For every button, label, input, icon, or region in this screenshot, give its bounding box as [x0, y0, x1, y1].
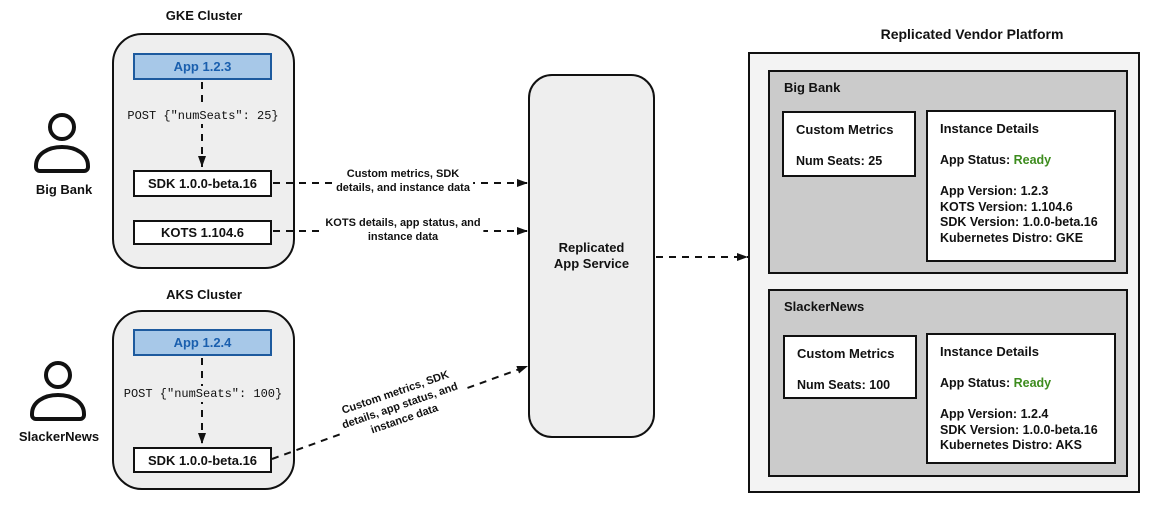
num-seats-value: Num Seats: 100	[797, 378, 891, 392]
app-node: App 1.2.3	[133, 53, 272, 80]
customer-box-big-bank: Big Bank Custom Metrics Num Seats: 25 In…	[768, 70, 1128, 274]
kots-node-label: KOTS 1.104.6	[160, 225, 245, 240]
service-label-line2: App Service	[553, 256, 630, 271]
aks-cluster-title: AKS Cluster	[166, 287, 242, 302]
gke-cluster-box: App 1.2.3 SDK 1.0.0-beta.16 KOTS 1.104.6	[112, 33, 295, 269]
custom-metrics-title: Custom Metrics	[797, 346, 895, 361]
sdk-node-label: SDK 1.0.0-beta.16	[147, 452, 258, 468]
gke-cluster-title: GKE Cluster	[165, 8, 243, 23]
vendor-platform-title: Replicated Vendor Platform	[880, 26, 1064, 42]
arrow-label-kots: KOTS details, app status, and instance d…	[322, 216, 484, 244]
sdk-node: SDK 1.0.0-beta.16	[133, 170, 272, 197]
instance-details-card: Instance Details App Status: Ready App V…	[926, 333, 1116, 464]
post-numseats-label: POST {"numSeats": 25}	[125, 108, 281, 124]
custom-metrics-card: Custom Metrics Num Seats: 100	[783, 335, 917, 399]
user-label-big-bank: Big Bank	[35, 182, 93, 197]
kots-node: KOTS 1.104.6	[133, 220, 272, 245]
instance-details-title: Instance Details	[940, 121, 1039, 136]
user-label-slackernews: SlackerNews	[18, 429, 100, 444]
arrow-label-aks-sdk: Custom metrics, SDK details, app status,…	[332, 365, 468, 447]
person-icon	[34, 113, 90, 173]
customer-name: Big Bank	[784, 80, 841, 95]
version-lines: App Version: 1.2.4 SDK Version: 1.0.0-be…	[940, 407, 1098, 452]
num-seats-value: Num Seats: 25	[796, 154, 883, 168]
customer-box-slackernews: SlackerNews Custom Metrics Num Seats: 10…	[768, 289, 1128, 477]
replicated-app-service-box: Replicated App Service	[528, 74, 655, 438]
app-status-line: App Status: Ready	[940, 153, 1052, 167]
app-node: App 1.2.4	[133, 329, 272, 356]
app-node-label: App 1.2.4	[173, 335, 232, 350]
version-lines: App Version: 1.2.3 KOTS Version: 1.104.6…	[940, 184, 1098, 245]
status-badge: Ready	[1013, 153, 1052, 167]
instance-details-card: Instance Details App Status: Ready App V…	[926, 110, 1116, 262]
service-label-line1: Replicated	[558, 240, 625, 255]
sdk-node: SDK 1.0.0-beta.16	[133, 447, 272, 473]
sdk-node-label: SDK 1.0.0-beta.16	[147, 176, 258, 191]
status-badge: Ready	[1013, 376, 1052, 390]
app-status-line: App Status: Ready	[940, 376, 1052, 390]
custom-metrics-card: Custom Metrics Num Seats: 25	[782, 111, 916, 177]
instance-details-title: Instance Details	[940, 344, 1039, 359]
custom-metrics-title: Custom Metrics	[796, 122, 894, 137]
app-node-label: App 1.2.3	[173, 59, 232, 74]
post-numseats-label: POST {"numSeats": 100}	[121, 386, 285, 402]
vendor-platform-box: Big Bank Custom Metrics Num Seats: 25 In…	[748, 52, 1140, 493]
customer-name: SlackerNews	[784, 299, 865, 314]
arrow-label-sdk: Custom metrics, SDK details, and instanc…	[333, 167, 473, 195]
person-icon	[30, 361, 86, 421]
